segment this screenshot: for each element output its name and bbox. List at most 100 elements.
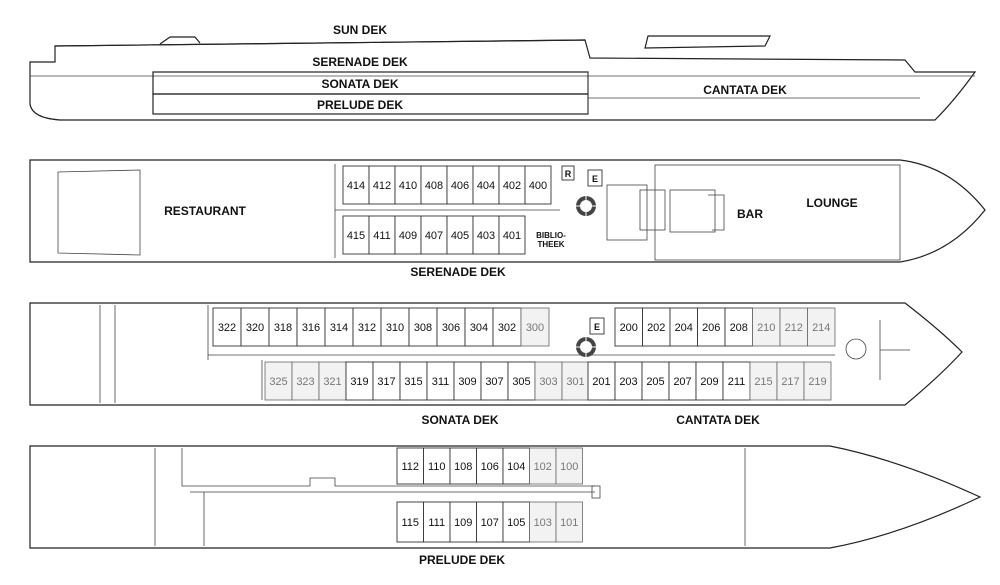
cantata-cabin-210	[752, 307, 781, 347]
cantata-cabin-number: 203	[619, 376, 637, 388]
sun-deck-label: SUN DEK	[333, 23, 387, 37]
sonata-cabin-number: 325	[269, 376, 287, 388]
sonata-cabin-310	[380, 307, 410, 347]
sonata-cabin-325	[264, 361, 293, 401]
cantata-cabin-number: 208	[730, 322, 748, 334]
cantata-cabin-209	[695, 361, 724, 401]
sonata-cabin-309	[453, 361, 482, 401]
sonata-cabin-number: 305	[512, 376, 530, 388]
serenade-cabin-number: 415	[347, 230, 365, 242]
sonata-cabin-317	[372, 361, 401, 401]
sonata-elevator-marker: E	[594, 322, 600, 332]
cantata-cabin-number: 201	[592, 376, 610, 388]
cantata-cabin-number: 206	[702, 322, 720, 334]
serenade-cabin-number: 406	[451, 180, 469, 192]
prelude-cabin-106	[476, 447, 504, 485]
serenade-cabin-number: 408	[425, 180, 443, 192]
cantata-cabin-number: 210	[757, 322, 775, 334]
sonata-cabin-number: 318	[274, 322, 292, 334]
serenade-cabin-number: 409	[399, 230, 417, 242]
ship-profile: SUN DEK SERENADE DEK SONATA DEK PRELUDE …	[29, 23, 977, 121]
sonata-cabin-number: 301	[566, 376, 584, 388]
serenade-cabin-number: 403	[477, 230, 495, 242]
bar-label: BAR	[737, 207, 763, 221]
serenade-cabin-414	[342, 165, 370, 205]
sonata-cabin-305	[507, 361, 536, 401]
cantata-cabin-207	[668, 361, 697, 401]
cantata-cabin-205	[641, 361, 670, 401]
serenade-deck-title: SERENADE DEK	[410, 265, 506, 279]
serenade-cabin-number: 411	[373, 230, 391, 242]
cantata-cabin-200	[614, 307, 643, 347]
serenade-cabin-number: 401	[503, 230, 521, 242]
cantata-cabin-206	[697, 307, 726, 347]
cantata-deck-title: CANTATA DEK	[676, 413, 760, 427]
prelude-cabin-number: 101	[560, 517, 578, 529]
sonata-cabin-303	[534, 361, 563, 401]
cantata-cabin-number: 211	[728, 376, 746, 388]
cantata-cabin-219	[803, 361, 832, 401]
sonata-cabin-319	[345, 361, 374, 401]
sonata-cabin-number: 307	[485, 376, 503, 388]
sonata-elevator-marker-box	[589, 317, 605, 335]
serenade-cabin-400	[524, 165, 552, 205]
sonata-cabin-number: 322	[218, 322, 236, 334]
prelude-cabin-103	[529, 501, 557, 543]
r-marker-box	[561, 165, 575, 181]
restaurant-label: RESTAURANT	[164, 204, 246, 218]
prelude-cabin-number: 103	[534, 517, 552, 529]
cantata-cabin-number: 219	[808, 376, 826, 388]
cantata-cabin-number: 205	[646, 376, 664, 388]
serenade-cabin-number: 410	[399, 180, 417, 192]
prelude-cabin-number: 110	[428, 461, 446, 473]
sonata-cabin-318	[268, 307, 298, 347]
sonata-cabin-number: 320	[246, 322, 264, 334]
prelude-cabin-number: 102	[534, 461, 552, 473]
sonata-cabin-number: 300	[526, 322, 544, 334]
r-marker: R	[565, 169, 572, 179]
serenade-cabin-number: 400	[529, 180, 547, 192]
cantata-cabin-number: 204	[675, 322, 693, 334]
serenade-cabin-410	[394, 165, 422, 205]
cantata-deck-profile-label: CANTATA DEK	[703, 83, 787, 97]
cantata-cabin-203	[614, 361, 643, 401]
sonata-cabin-304	[464, 307, 494, 347]
prelude-cabin-number: 111	[428, 517, 445, 529]
sonata-cabin-316	[296, 307, 326, 347]
serenade-deck-profile-label: SERENADE DEK	[312, 55, 408, 69]
prelude-cabin-number: 115	[401, 517, 419, 529]
prelude-cabin-100	[555, 447, 583, 485]
sonata-cabin-322	[212, 307, 242, 347]
sonata-cabin-321	[318, 361, 347, 401]
serenade-cabin-number: 405	[451, 230, 469, 242]
prelude-cabin-110	[423, 447, 451, 485]
prelude-cabin-109	[449, 501, 477, 543]
prelude-cabin-number: 104	[507, 461, 525, 473]
prelude-cabin-number: 109	[454, 517, 472, 529]
sonata-cabin-302	[492, 307, 522, 347]
prelude-cabin-108	[449, 447, 477, 485]
lounge-label: LOUNGE	[806, 196, 857, 210]
cantata-cabin-212	[779, 307, 808, 347]
prelude-cabin-number: 112	[401, 461, 419, 473]
prelude-cabin-107	[476, 501, 504, 543]
cantata-cabin-number: 217	[781, 376, 799, 388]
sonata-cabin-number: 315	[404, 376, 422, 388]
staircase-icon	[576, 196, 596, 216]
prelude-cabin-104	[502, 447, 530, 485]
cantata-cabin-215	[749, 361, 778, 401]
sonata-cabin-number: 306	[442, 322, 460, 334]
prelude-cabin-number: 108	[454, 461, 472, 473]
serenade-deck-plan: RESTAURANT LOUNGE BAR BIBLIO- THEEK R E …	[29, 159, 986, 279]
sonata-cabin-312	[352, 307, 382, 347]
cantata-cabin-number: 202	[647, 322, 665, 334]
cantata-cabin-number: 200	[620, 322, 638, 334]
sonata-cabin-number: 321	[323, 376, 341, 388]
cantata-cabin-number: 214	[812, 322, 830, 334]
sonata-cabin-number: 314	[330, 322, 348, 334]
sonata-deck-title: SONATA DEK	[421, 413, 498, 427]
serenade-cabin-number: 404	[477, 180, 495, 192]
serenade-cabin-number: 402	[503, 180, 521, 192]
